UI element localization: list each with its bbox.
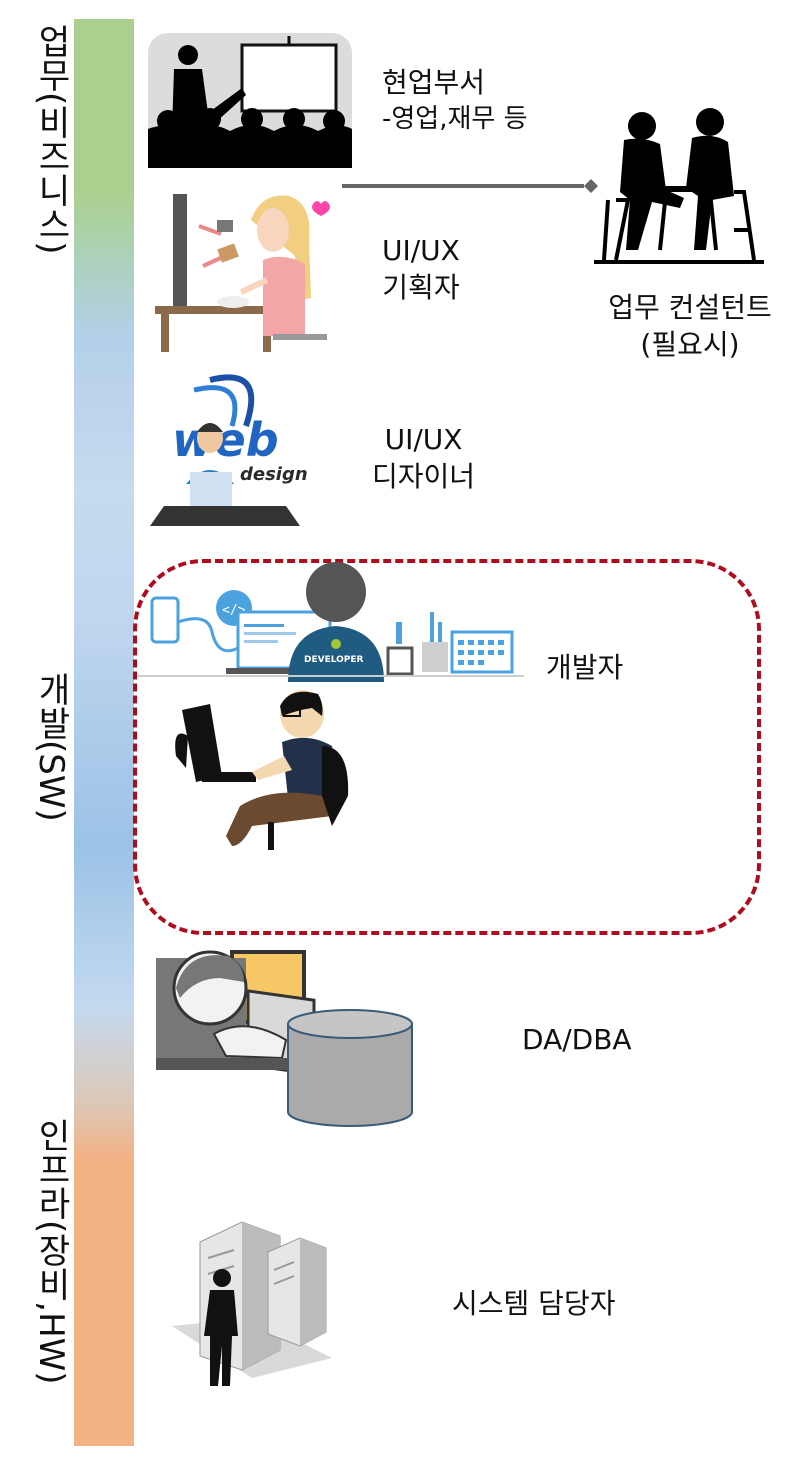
- role-sysadmin: 시스템 담당자: [452, 1287, 616, 1320]
- web-logo-subtext: design: [240, 464, 308, 485]
- web-logo-text: web: [172, 413, 279, 467]
- programmer-icon: [172, 686, 352, 852]
- role-planner-title: UI/UX: [382, 234, 460, 267]
- role-designer: UI/UX 디자이너: [372, 421, 475, 495]
- consultant-meeting-icon: [594, 100, 764, 270]
- role-developer: 개발자: [546, 651, 624, 684]
- role-planner: UI/UX 기획자: [382, 232, 460, 306]
- web-design-icon: web design: [150, 372, 320, 526]
- layer-label-development: 개발(SW): [31, 672, 71, 822]
- developer-shirt-text: DEVELOPER: [304, 655, 364, 665]
- role-dba: DA/DBA: [522, 1023, 632, 1056]
- role-consultant: 업무 컨설턴트 (필요시): [585, 289, 795, 363]
- role-line-dept-examples: -영업,재무 등: [382, 104, 528, 134]
- developer-highlight-box: [133, 559, 761, 935]
- server-admin-icon: [172, 1218, 334, 1390]
- role-planner-subtitle: 기획자: [382, 271, 460, 304]
- role-designer-subtitle: 디자이너: [372, 460, 476, 493]
- role-consultant-title: 업무 컨설턴트: [608, 291, 772, 324]
- consultant-connector: [340, 177, 600, 197]
- developer-desk-icon: </> DEVELOPER: [138, 562, 524, 686]
- role-line-dept: 현업부서 -영업,재무 등: [382, 64, 528, 138]
- planner-icon: [155, 190, 335, 352]
- layer-band: [74, 19, 134, 1446]
- role-designer-title: UI/UX: [384, 423, 463, 456]
- presentation-icon: [148, 33, 352, 168]
- role-consultant-note: (필요시): [640, 328, 740, 361]
- role-line-dept-title: 현업부서: [382, 66, 486, 99]
- layer-label-business: 업무(비즈니스): [31, 24, 71, 255]
- layer-label-infra: 인프라(장비,HW): [31, 1118, 71, 1385]
- database-admin-icon: [156, 948, 416, 1130]
